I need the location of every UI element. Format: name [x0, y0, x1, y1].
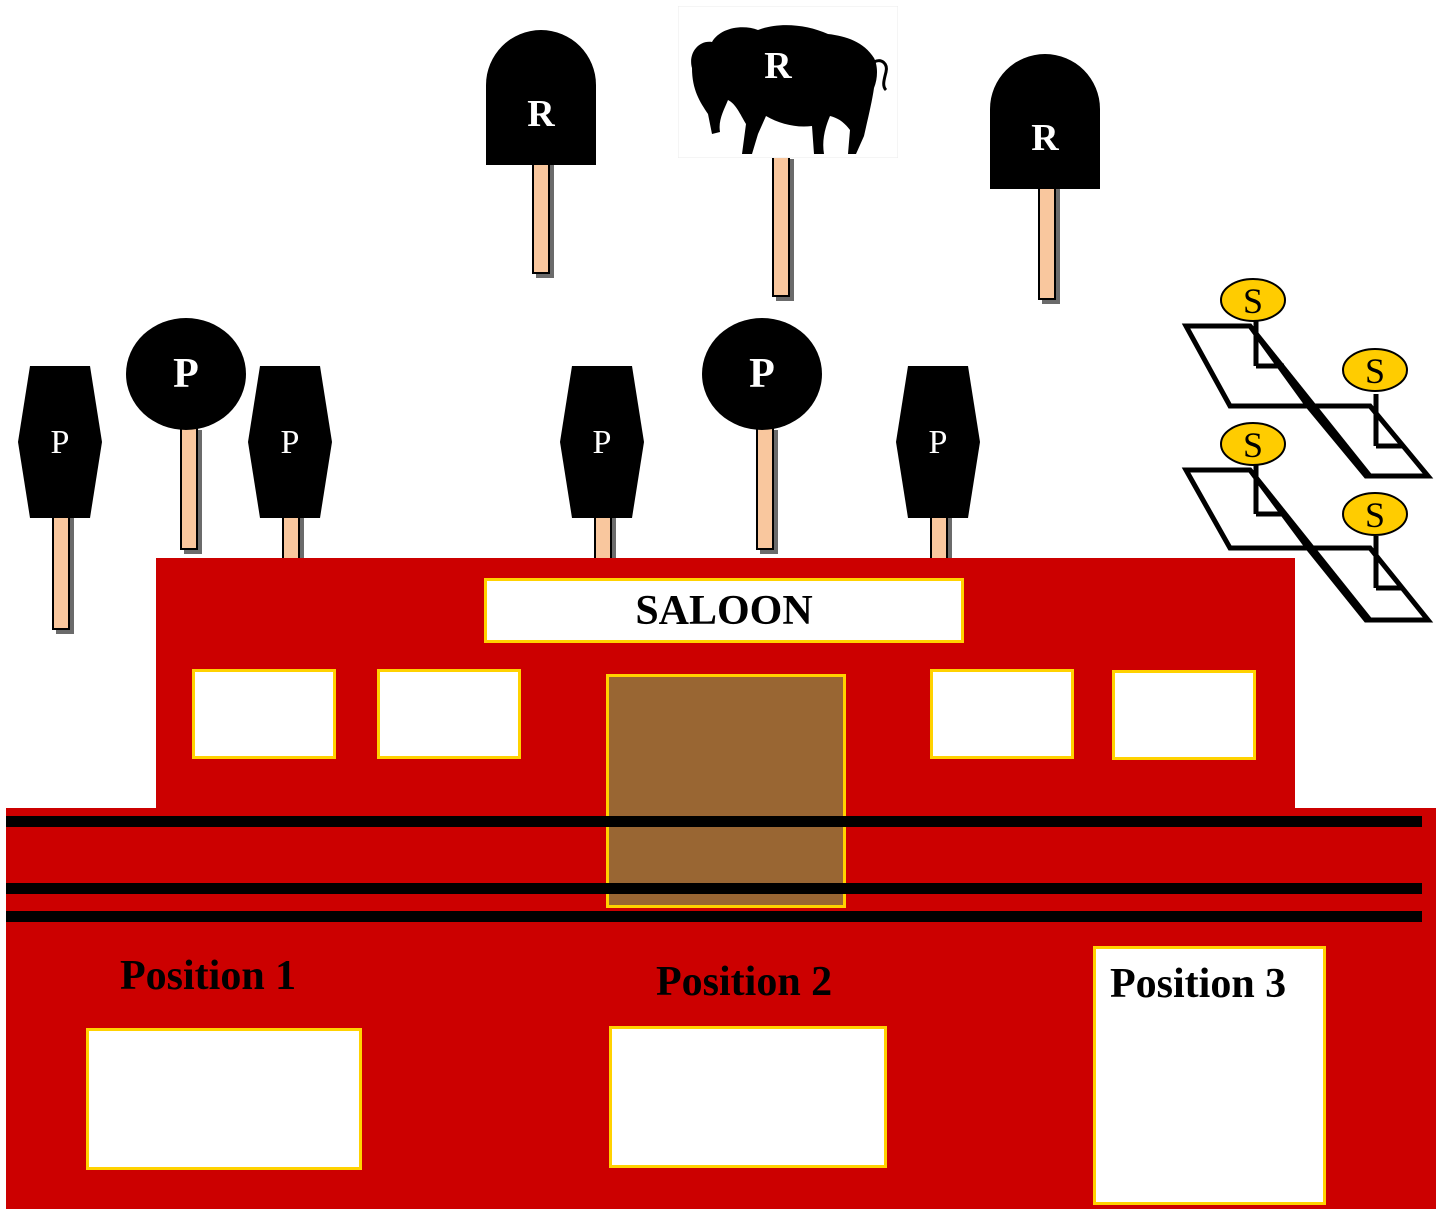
sign-post [594, 512, 612, 564]
r-sign-label: R [1031, 117, 1059, 159]
round-sign-icon [126, 318, 246, 430]
coin-icon [1220, 422, 1286, 466]
sign-post [772, 155, 790, 297]
p-sign-label: P [50, 424, 70, 461]
sign-post [532, 156, 550, 274]
r-sign-label: R [764, 45, 792, 87]
buffalo-icon [678, 6, 898, 158]
position-1-slot[interactable] [86, 1028, 362, 1170]
p-sign-label: P [173, 351, 199, 397]
roof-stripe [6, 911, 1422, 922]
window [930, 669, 1074, 759]
s-coin-label: S [1364, 495, 1386, 535]
s-coin-label: S [1364, 351, 1386, 391]
sign-post [282, 512, 300, 564]
position-3-label: Position 3 [1110, 961, 1287, 1007]
sign-post [1038, 182, 1056, 300]
hexagon-sign-icon [248, 366, 332, 518]
sign-post [180, 426, 198, 550]
window [192, 669, 336, 759]
sign-post [52, 512, 70, 630]
s-coin-label: S [1242, 425, 1264, 465]
round-sign-icon [702, 318, 822, 430]
arch-sign-icon [486, 30, 596, 165]
hexagon-sign-icon [18, 366, 102, 518]
position-1-label: Position 1 [120, 953, 297, 999]
p-sign-label: P [749, 351, 775, 397]
arch-sign-icon [990, 54, 1100, 189]
hexagon-sign-icon [896, 366, 980, 518]
position-2-slot[interactable] [609, 1026, 887, 1168]
frame-icon [1181, 300, 1434, 623]
sign-post [756, 426, 774, 550]
s-coin-label: S [1242, 281, 1264, 321]
window [1112, 670, 1256, 760]
coin-icon [1342, 492, 1408, 536]
p-sign-label: P [928, 424, 948, 461]
r-sign-label: R [527, 93, 555, 135]
position-2-label: Position 2 [656, 959, 833, 1005]
roof-stripe [6, 816, 1422, 827]
sign-post [930, 512, 948, 564]
roof-stripe [6, 883, 1422, 894]
saloon-door [606, 674, 846, 908]
position-3-slot[interactable] [1093, 946, 1326, 1205]
p-sign-label: P [280, 424, 300, 461]
saloon-sign: SALOON [484, 578, 964, 643]
window [377, 669, 521, 759]
p-sign-label: P [592, 424, 612, 461]
hexagon-sign-icon [560, 366, 644, 518]
coin-icon [1342, 348, 1408, 392]
coin-icon [1220, 278, 1286, 322]
